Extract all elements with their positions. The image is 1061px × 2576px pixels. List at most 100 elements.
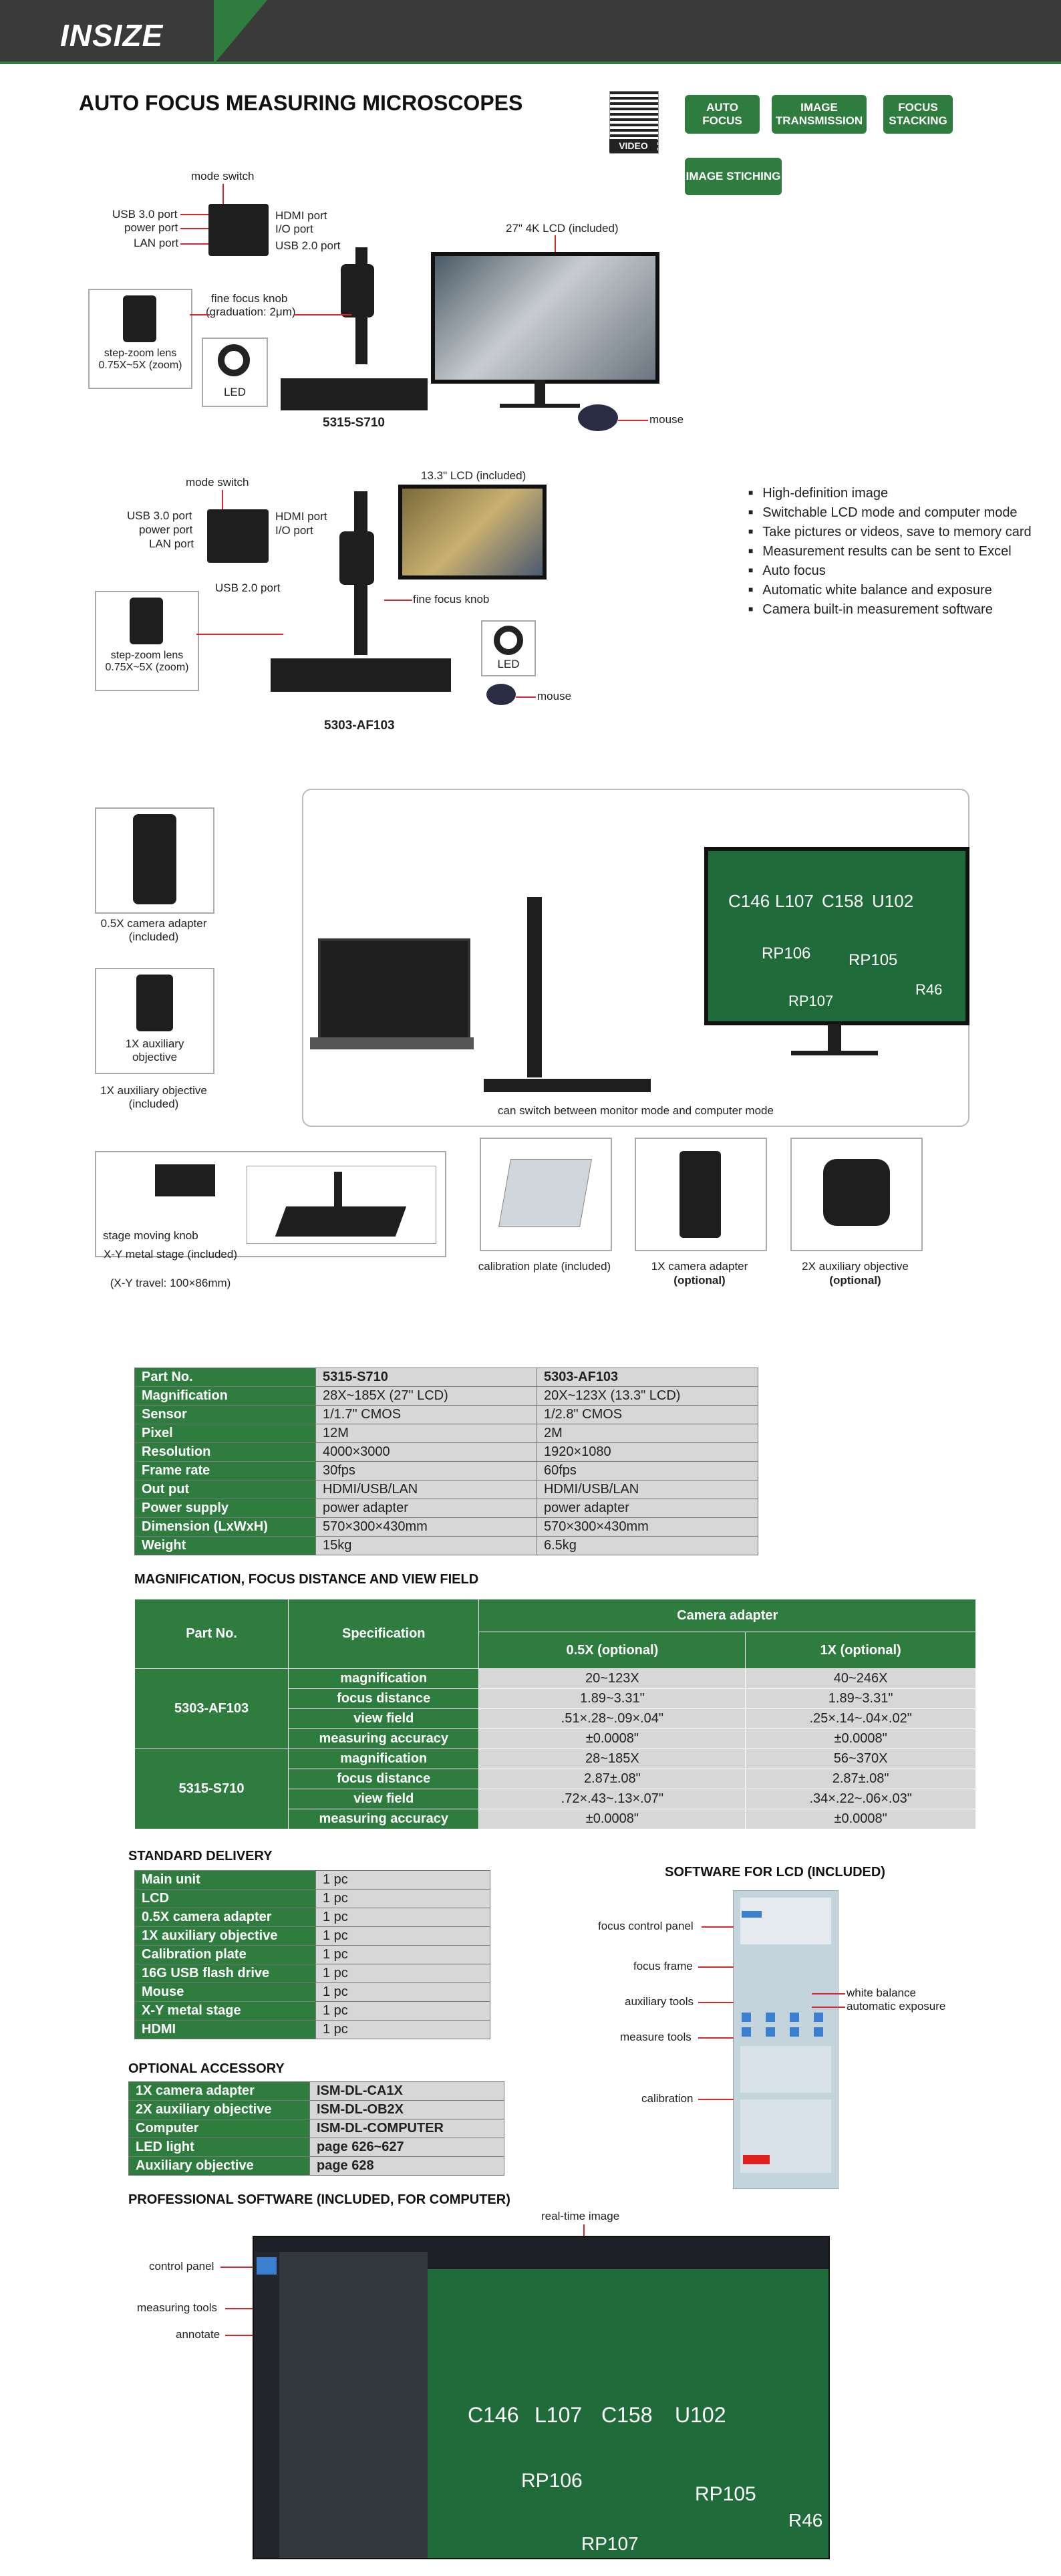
spec-value: 570×300×430mm: [315, 1517, 537, 1537]
mag-part-no: 5315-S710: [134, 1749, 289, 1829]
camera-adapter-box: [95, 807, 214, 914]
info-icon[interactable]: [814, 2027, 823, 2037]
mag-table-title: MAGNIFICATION, FOCUS DISTANCE AND VIEW F…: [134, 1572, 479, 1587]
label-lan: LAN port: [134, 237, 179, 249]
pcb-label: L107: [535, 2403, 583, 2427]
mag-spec-label: focus distance: [288, 1769, 480, 1789]
focus-toggle[interactable]: [742, 1911, 762, 1918]
led-ring-icon-2: [494, 626, 523, 655]
label-measuring-tools: measuring tools: [137, 2301, 218, 2314]
mag-header-adapter: Camera adapter: [478, 1599, 976, 1632]
record-icon[interactable]: [766, 2013, 775, 2022]
stage-image: [155, 1164, 215, 1196]
qr-video-label: VIDEO: [609, 139, 657, 152]
color-swatch[interactable]: [743, 2155, 770, 2164]
mag-spec-label: view field: [288, 1789, 480, 1809]
label-auto-exposure: automatic exposure: [847, 2000, 946, 2013]
measure-tool-icons[interactable]: [740, 2046, 831, 2093]
delivery-row-label: Main unit: [134, 1870, 316, 1890]
led-box-2: LED: [481, 620, 536, 676]
pc-tool-rail[interactable]: [254, 2252, 279, 2558]
spec-label: Out put: [134, 1480, 316, 1499]
delivery-row-label: X-Y metal stage: [134, 2001, 316, 2021]
model-5315-s710: 5315-S710: [323, 416, 385, 430]
label-usb2-2: USB 2.0 port: [215, 582, 281, 594]
spec-value: 4000×3000: [315, 1442, 537, 1462]
mag-spec-value: .34×.22~.06×.03": [745, 1789, 976, 1809]
callout-line: [812, 1993, 845, 1994]
label-realtime: real-time image: [541, 2210, 620, 2222]
feature-item: Measurement results can be sent to Excel: [748, 543, 1032, 562]
label-usb3-2: USB 3.0 port: [127, 509, 192, 522]
callout-line: [190, 314, 210, 315]
feature-item: Automatic white balance and exposure: [748, 582, 1032, 601]
mouse-icon: [578, 404, 618, 431]
pcb-label: C158: [822, 891, 864, 911]
mag-spec-value: 2.87±.08": [745, 1769, 976, 1789]
label-power-2: power port: [139, 523, 193, 536]
delivery-row-value: 1 pc: [315, 2020, 490, 2039]
spec-value: power adapter: [537, 1499, 758, 1518]
delivery-row-label: Mouse: [134, 1982, 316, 2002]
callout-line: [222, 184, 224, 204]
spec-label: Part No.: [134, 1368, 316, 1387]
settings-icon[interactable]: [742, 2027, 751, 2037]
feature-list: High-definition image Switchable LCD mod…: [748, 485, 1032, 620]
mag-spec-value: 2.87±.08": [478, 1769, 746, 1789]
software-pc-title: PROFESSIONAL SOFTWARE (INCLUDED, FOR COM…: [128, 2192, 510, 2207]
standard-delivery-title: STANDARD DELIVERY: [128, 1849, 273, 1863]
grid-icon[interactable]: [790, 2027, 799, 2037]
header-accent: [214, 0, 267, 64]
pc-control-icon[interactable]: [257, 2257, 277, 2275]
focus-control-area[interactable]: [740, 1898, 831, 1944]
accessory-row-value: page 628: [309, 2156, 504, 2176]
label-aux-2x: 2X auxiliary objective: [802, 1260, 909, 1273]
mouse-icon-2: [486, 684, 516, 705]
mag-header-05x: 0.5X (optional): [478, 1632, 746, 1669]
label-control-panel: control panel: [149, 2260, 214, 2273]
pc-control-panel[interactable]: [279, 2252, 428, 2558]
callout-line: [180, 214, 208, 215]
spec-value: 30fps: [315, 1461, 537, 1480]
exposure-icon[interactable]: [814, 2013, 823, 2022]
microscope-base: [281, 378, 428, 410]
pcb-label: RP106: [762, 944, 811, 962]
accessory-row-label: LED light: [128, 2138, 310, 2157]
pcb-label: L107: [775, 891, 814, 911]
white-balance-icon[interactable]: [790, 2013, 799, 2022]
pc-toolbar[interactable]: [428, 2252, 828, 2269]
feature-item: Auto focus: [748, 562, 1032, 582]
monitor-stand: [535, 380, 545, 405]
pcb-label: RP106: [521, 2470, 583, 2492]
label-usb2: USB 2.0 port: [275, 239, 341, 252]
monitor-base: [500, 404, 580, 408]
pc-live-image[interactable]: C146 L107 C158 U102 RP106 RP105 RP107 R4…: [428, 2269, 828, 2558]
callout-line: [555, 235, 556, 253]
spec-value: 28X~185X (27" LCD): [315, 1386, 537, 1406]
accessory-row-value: page 626~627: [309, 2138, 504, 2157]
callout-line: [294, 314, 351, 315]
delivery-row-label: 16G USB flash drive: [134, 1964, 316, 1983]
pcb-label: RP105: [695, 2483, 756, 2505]
label-power: power port: [124, 221, 178, 234]
mag-spec-label: magnification: [288, 1668, 480, 1689]
spec-value: 1/1.7" CMOS: [315, 1405, 537, 1424]
microscope-center: [527, 897, 542, 1077]
gallery-icon[interactable]: [766, 2027, 775, 2037]
camera-1x-image: [679, 1151, 721, 1238]
pcb-monitor-stand: [828, 1024, 841, 1051]
pcb-label: R46: [915, 981, 943, 998]
spec-label: Power supply: [134, 1499, 316, 1518]
microscope-center-base: [484, 1079, 651, 1092]
camera-icon[interactable]: [742, 2013, 751, 2022]
mag-spec-value: .25×.14~.04×.02": [745, 1708, 976, 1729]
delivery-row-label: 0.5X camera adapter: [134, 1908, 316, 1927]
label-lcd-27: 27" 4K LCD (included): [506, 222, 619, 235]
